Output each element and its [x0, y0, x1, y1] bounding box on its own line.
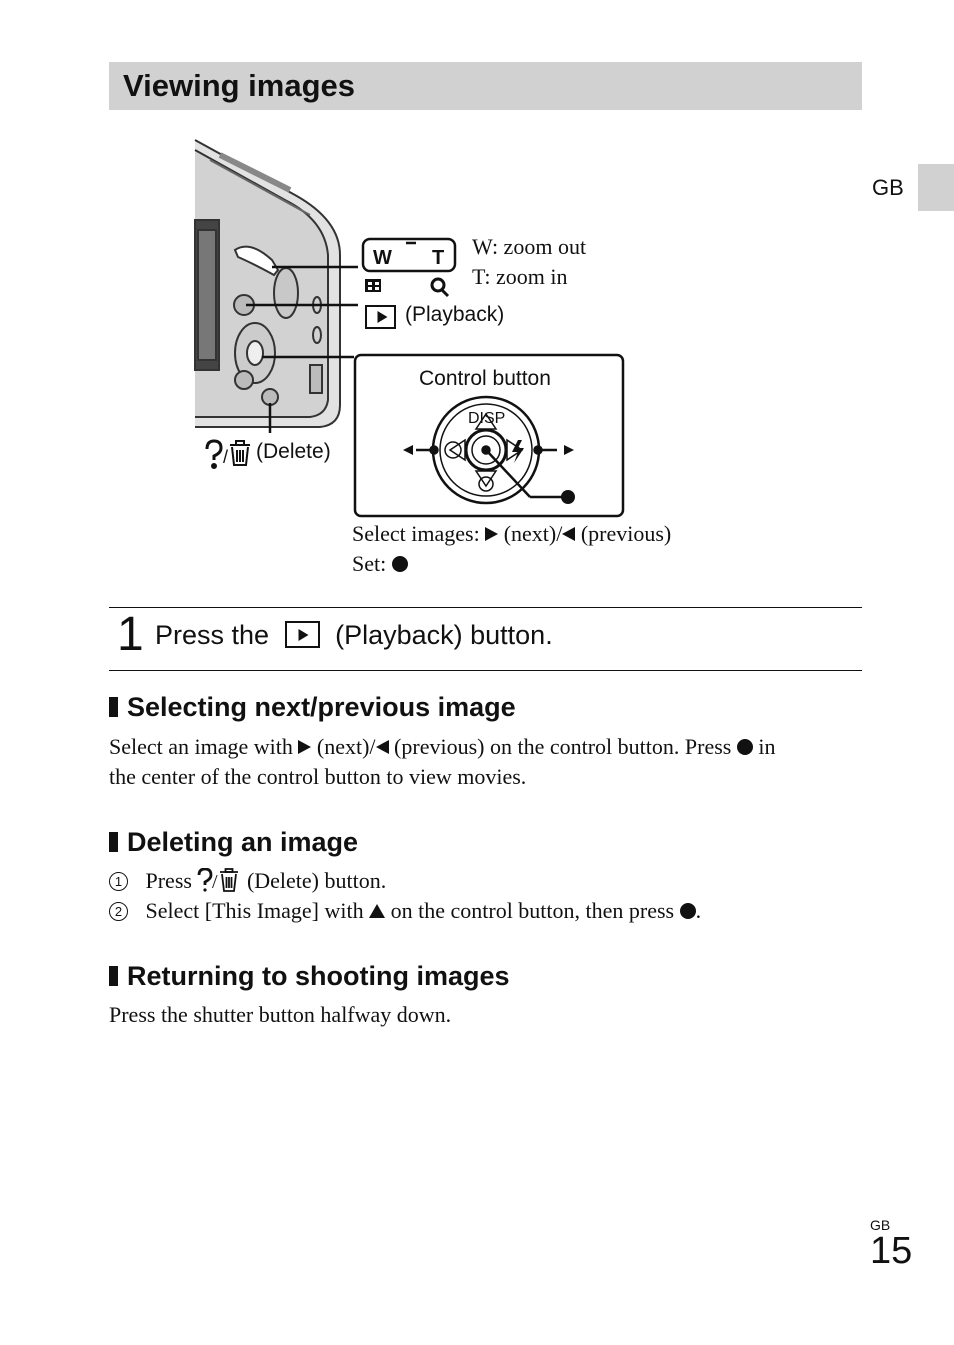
text-segment: Press	[145, 868, 198, 893]
text-segment: (next)/	[311, 734, 376, 759]
select-images-caption: Select images: (next)/ (previous)	[352, 521, 671, 547]
heading-text: Returning to shooting images	[127, 961, 510, 991]
step-number: 1	[117, 608, 144, 661]
zoom-t-letter: T	[432, 247, 444, 269]
index-view-icon	[365, 279, 381, 292]
control-button-title: Control button	[419, 367, 551, 390]
step-text-before: Press the	[155, 620, 270, 650]
step-text-after: (Playback) button.	[335, 620, 553, 650]
flash-icon	[512, 440, 524, 463]
footer-region-code: GB	[870, 1217, 891, 1233]
svg-text:/: /	[223, 447, 228, 467]
help-icon: /	[198, 867, 239, 893]
select-prefix: Select images:	[352, 521, 486, 546]
svg-text:/: /	[212, 871, 218, 892]
control-button-frame	[353, 353, 625, 518]
select-prev: (previous)	[575, 521, 672, 546]
section-heading-next-previous: Selecting next/previous image	[109, 692, 516, 723]
playback-label: (Playback)	[405, 303, 505, 326]
section-marker-icon	[109, 832, 118, 852]
delete-step-1: 1 Press / (Delete) button.	[109, 866, 386, 896]
delete-label: (Delete)	[256, 440, 331, 463]
heading-text: Deleting an image	[127, 827, 359, 857]
previous-arrow-icon	[562, 527, 576, 541]
text-segment: .	[695, 898, 702, 923]
next-arrow-icon	[485, 527, 499, 541]
playback-icon	[284, 621, 320, 648]
next-previous-line-2: the center of the control button to view…	[109, 764, 527, 789]
camera-body-icon	[194, 139, 341, 428]
text-segment: Select an image with	[109, 734, 299, 759]
set-caption: Set:	[352, 551, 408, 577]
section-heading-delete: Deleting an image	[109, 827, 358, 858]
returning-text: Press the shutter button halfway down.	[109, 1002, 452, 1027]
center-dot-icon	[679, 903, 696, 919]
language-tab-marker	[918, 164, 954, 211]
playback-icon	[365, 305, 396, 329]
up-arrow-icon	[369, 904, 386, 918]
section-marker-icon	[109, 697, 118, 717]
page-title: Viewing images	[123, 68, 356, 103]
section-marker-icon	[109, 966, 118, 986]
section-heading-returning: Returning to shooting images	[109, 961, 510, 992]
delete-step-2: 2 Select [This Image] with on the contro…	[109, 896, 701, 926]
camera-drawing: W T DISP	[194, 139, 625, 518]
step-bottom-rule	[109, 670, 862, 671]
text-segment: Select [This Image] with	[145, 898, 370, 923]
zoom-in-label: T: zoom in	[472, 264, 568, 289]
text-segment: on the control button, then press	[385, 898, 680, 923]
select-next: (next)/	[498, 521, 563, 546]
zoom-out-label: W: zoom out	[472, 234, 587, 259]
disp-label: DISP	[468, 410, 505, 427]
step-circle-number: 1	[109, 872, 128, 891]
camera-illustration: W T DISP	[190, 135, 730, 585]
step-top-rule	[109, 607, 862, 608]
magnifier-icon	[430, 277, 450, 298]
zoom-w-letter: W	[373, 247, 392, 269]
trash-icon	[230, 440, 250, 466]
step-instruction: Press the (Playback) button.	[155, 620, 553, 651]
center-dot-icon	[736, 739, 753, 755]
next-previous-line-1: Select an image with (next)/ (previous) …	[109, 732, 775, 762]
text-segment: in	[752, 734, 776, 759]
help-icon	[205, 439, 223, 469]
page-number: 15	[870, 1230, 913, 1272]
section-title-bar: Viewing images	[109, 62, 862, 110]
set-label: Set:	[352, 551, 392, 576]
text-segment: (previous) on the control button. Press	[388, 734, 737, 759]
language-tab-label: GB	[872, 175, 904, 200]
previous-arrow-icon	[375, 740, 389, 754]
set-dot-icon	[391, 556, 408, 572]
next-arrow-icon	[298, 740, 312, 754]
heading-text: Selecting next/previous image	[127, 692, 516, 722]
step-circle-number: 2	[109, 902, 128, 921]
zoom-lever-icon	[361, 237, 457, 273]
trash-icon	[220, 868, 239, 892]
text-segment: (Delete) button.	[241, 868, 387, 893]
